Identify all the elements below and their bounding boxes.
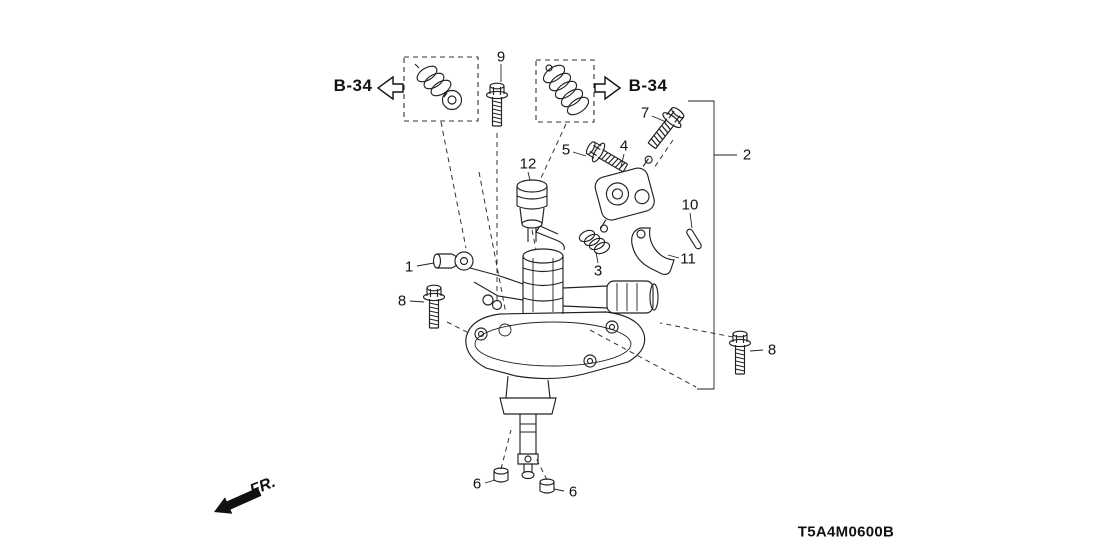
part-11-lever (631, 227, 675, 276)
callout-1: 1 (404, 258, 414, 276)
callout-3: 3 (593, 262, 603, 280)
part-1-joint (432, 251, 474, 271)
part-12-boot (516, 179, 548, 242)
bolt-7 (642, 102, 689, 154)
callout-2: 2 (742, 146, 752, 164)
part-4-solenoid (594, 155, 655, 233)
construction-lines (440, 121, 734, 481)
diagram-part-code: T5A4M0600B (797, 523, 895, 541)
callout-10: 10 (681, 196, 699, 214)
callout-7: 7 (640, 104, 650, 122)
part-3-spring (578, 229, 611, 255)
b34-arrow-right-icon (594, 75, 622, 101)
callout-12: 12 (519, 155, 537, 173)
cap-6-left (493, 467, 509, 483)
callout-9: 9 (496, 48, 506, 66)
callout-5: 5 (561, 141, 571, 159)
part-10-pin (686, 228, 702, 250)
main-assembly (465, 225, 659, 480)
ref-box-left (403, 56, 479, 122)
callout-6-left: 6 (472, 475, 482, 493)
fr-arrow-icon (214, 487, 262, 514)
ref-label-b34-right[interactable]: B-34 (628, 76, 668, 95)
callout-2-bracket (688, 100, 737, 390)
callout-6-right: 6 (568, 483, 578, 501)
cap-6-right (539, 478, 555, 494)
b34-arrow-left-icon (376, 75, 404, 101)
callout-8-left: 8 (397, 292, 407, 310)
bolt-8-right (728, 330, 752, 375)
bolt-8-left (422, 284, 446, 329)
ref-label-b34-left[interactable]: B-34 (333, 76, 373, 95)
callout-11: 11 (680, 250, 696, 268)
leader-lines (409, 64, 764, 492)
callout-4: 4 (619, 137, 629, 155)
callout-8-right: 8 (767, 341, 777, 359)
bolt-9 (485, 82, 509, 127)
ref-box-right (535, 59, 595, 123)
